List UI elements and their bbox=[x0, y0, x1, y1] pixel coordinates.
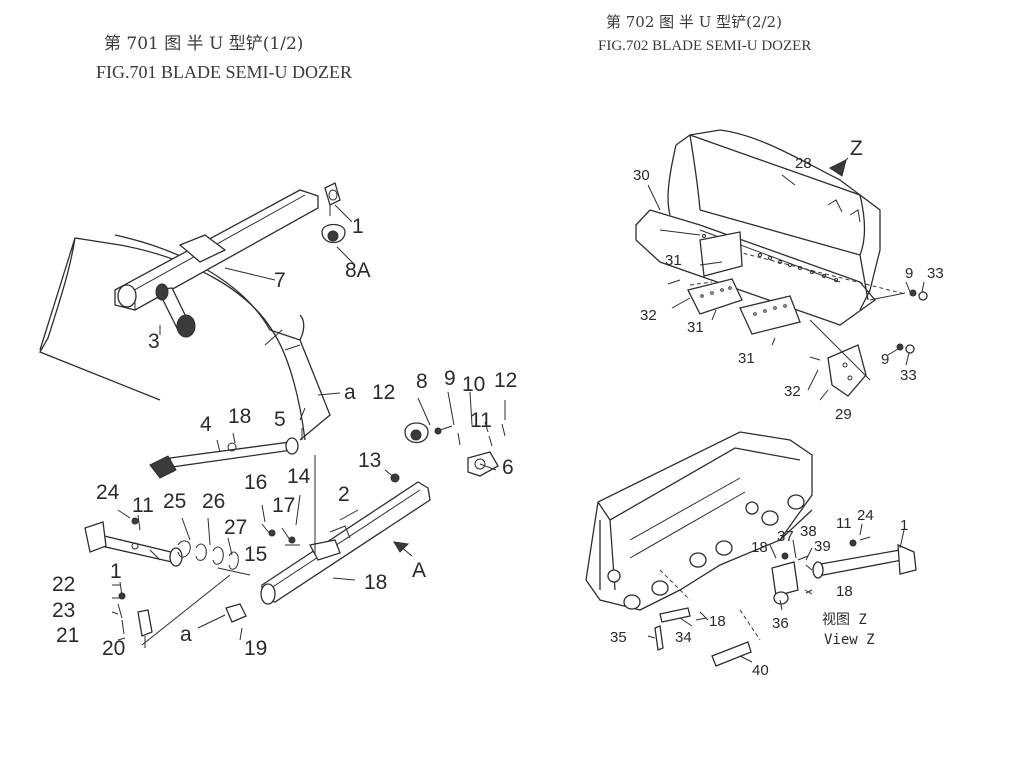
part-19-block bbox=[225, 603, 247, 623]
callout-16: 16 bbox=[244, 471, 267, 494]
callout-11: 11 bbox=[836, 515, 852, 532]
fig702-title-cn: 第 702 图 半 U 型铲(2/2) bbox=[606, 13, 782, 31]
callout-Z: Z bbox=[850, 137, 863, 160]
callout-12b: 12 bbox=[494, 369, 517, 392]
callout-19: 19 bbox=[244, 637, 267, 660]
callout-23: 23 bbox=[52, 599, 75, 622]
callout-15: 15 bbox=[244, 543, 267, 566]
pin-1-upper bbox=[155, 283, 196, 338]
fig701-drawing: 1 3 7 8A a 12 8 9 10 11 12 4 18 5 13 6 2… bbox=[39, 182, 517, 660]
callout-a: a bbox=[344, 381, 356, 404]
callout-9b: 9 bbox=[881, 351, 889, 368]
beam-2 bbox=[260, 481, 431, 605]
fig701-callouts: 1 3 7 8A a 12 8 9 10 11 12 4 18 5 13 6 2… bbox=[52, 215, 517, 660]
callout-22: 22 bbox=[52, 573, 75, 596]
callout-31c: 31 bbox=[738, 350, 755, 367]
plate-31-c bbox=[699, 231, 743, 277]
pin-34 bbox=[659, 607, 691, 623]
plate-31-b bbox=[739, 295, 801, 335]
callout-1: 3 bbox=[148, 330, 160, 353]
callout-31b: 31 bbox=[687, 319, 704, 336]
view-z-en: View Z bbox=[824, 632, 875, 648]
callout-26: 26 bbox=[202, 490, 225, 513]
fig701-title-en: FIG.701 BLADE SEMI-U DOZER bbox=[96, 62, 352, 82]
callout-33a: 33 bbox=[927, 265, 944, 282]
bit-29 bbox=[827, 344, 867, 397]
callout-34: 34 bbox=[675, 629, 692, 646]
brace-arm bbox=[114, 189, 319, 311]
callout-9a: 9 bbox=[905, 265, 913, 282]
blade-outline bbox=[39, 237, 161, 401]
hardware-series bbox=[131, 517, 239, 570]
lugs bbox=[607, 494, 805, 610]
callout-18b: 18 bbox=[836, 583, 853, 600]
callout-14: 14 bbox=[287, 465, 311, 488]
callout-9: 9 bbox=[444, 367, 456, 390]
callout-4: 4 bbox=[200, 413, 212, 436]
callout-5: 5 bbox=[274, 408, 286, 431]
callout-38: 38 bbox=[800, 523, 817, 540]
part-7-clip bbox=[324, 182, 341, 206]
callout-6: 6 bbox=[502, 456, 514, 479]
callout-18b: 18 bbox=[364, 571, 387, 594]
callout-18c: 18 bbox=[709, 613, 726, 630]
callout-13: 13 bbox=[358, 449, 381, 472]
callout-12: 12 bbox=[372, 381, 395, 404]
callout-2: 2 bbox=[338, 483, 350, 506]
callout-a-b: a bbox=[180, 623, 192, 646]
callout-7: 1 bbox=[352, 215, 364, 238]
callout-A: A bbox=[412, 559, 426, 582]
callout-18: 18 bbox=[228, 405, 251, 428]
callout-31a: 31 bbox=[665, 252, 682, 269]
pin-40 bbox=[711, 641, 752, 667]
rod-1-lower bbox=[84, 521, 183, 567]
part-6-bracket bbox=[467, 451, 499, 477]
fig701-title-cn: 第 701 图 半 U 型铲(1/2) bbox=[104, 34, 304, 54]
callout-1b: 1 bbox=[110, 560, 122, 583]
callout-24: 24 bbox=[96, 481, 120, 504]
bolt-35 bbox=[654, 625, 664, 651]
callout-3: 7 bbox=[274, 269, 286, 292]
plate-31-a bbox=[687, 278, 743, 315]
callout-24: 24 bbox=[857, 507, 874, 524]
fig702-title-en: FIG.702 BLADE SEMI-U DOZER bbox=[598, 38, 812, 54]
blade-upper bbox=[675, 134, 881, 311]
callout-8a: 8A bbox=[345, 259, 371, 282]
callout-32b: 32 bbox=[784, 383, 801, 400]
callout-18a: 18 bbox=[751, 539, 768, 556]
callout-32a: 32 bbox=[640, 307, 657, 324]
callout-37: 37 bbox=[777, 528, 794, 545]
callout-20: 20 bbox=[102, 637, 125, 660]
block-36 bbox=[771, 561, 799, 597]
callout-27: 27 bbox=[224, 516, 247, 539]
callout-33b: 33 bbox=[900, 367, 917, 384]
callout-11b: 11 bbox=[132, 494, 154, 517]
callout-39: 39 bbox=[814, 538, 831, 555]
callout-25: 25 bbox=[163, 490, 186, 513]
view-z-cn: 视图 Z bbox=[822, 612, 867, 628]
fig702-callouts: Z 30 28 31 9 33 32 31 31 9 33 32 29 11 2… bbox=[610, 137, 944, 679]
rod-4 bbox=[149, 437, 299, 479]
callout-40: 40 bbox=[752, 662, 769, 679]
callout-8: 8 bbox=[416, 370, 428, 393]
fig702-drawing: Z 30 28 31 9 33 32 31 31 9 33 32 29 11 2… bbox=[585, 129, 944, 679]
callout-30: 30 bbox=[633, 167, 650, 184]
callout-28: 28 bbox=[795, 155, 812, 172]
callout-10: 10 bbox=[462, 373, 485, 396]
pin-1-right bbox=[812, 543, 917, 579]
callout-1: 1 bbox=[900, 517, 908, 534]
callout-17: 17 bbox=[272, 494, 295, 517]
callout-21: 21 bbox=[56, 624, 79, 647]
callout-35: 35 bbox=[610, 629, 627, 646]
callout-36: 36 bbox=[772, 615, 789, 632]
callout-11: 11 bbox=[470, 409, 492, 432]
callout-29: 29 bbox=[835, 406, 852, 423]
